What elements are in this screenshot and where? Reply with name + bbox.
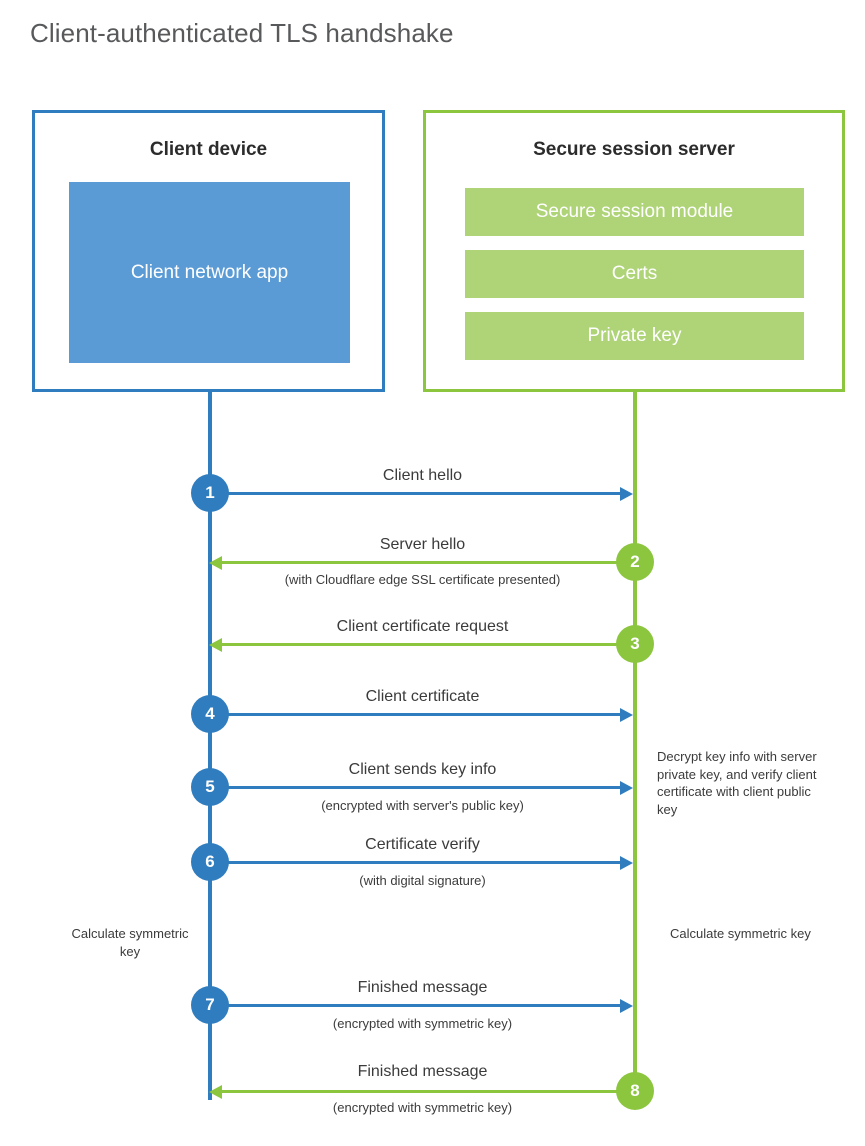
server-bar-certs: Certs [465, 250, 804, 298]
step-7-label: Finished message [357, 979, 488, 996]
step-1-arrow-line [210, 492, 622, 495]
step-6-arrow-line [210, 861, 622, 864]
step-3-arrow-head-left-icon [209, 638, 222, 652]
step-8-sublabel: (encrypted with symmetric key) [332, 1100, 513, 1115]
step-5-arrow-line [210, 786, 622, 789]
step-8-label: Finished message [357, 1063, 488, 1080]
step-2-sublabel: (with Cloudflare edge SSL certificate pr… [284, 572, 561, 587]
step-4-circle[interactable]: 4 [191, 695, 229, 733]
step-1-label: Client hello [382, 467, 463, 484]
step-8-arrow-head-left-icon [209, 1085, 222, 1099]
step-4-arrow-head-right-icon [620, 708, 633, 722]
step-1-arrow-head-right-icon [620, 487, 633, 501]
step-3-arrow-line [222, 643, 635, 646]
step-6-sublabel: (with digital signature) [359, 873, 486, 888]
step-8-circle[interactable]: 8 [616, 1072, 654, 1110]
client-calculate-symmetric-key-note: Calculate symmetric key [71, 926, 189, 959]
step-7-circle[interactable]: 7 [191, 986, 229, 1024]
server-calculate-symmetric-key-note: Calculate symmetric key [670, 926, 811, 941]
step-6-arrow-head-right-icon [620, 856, 633, 870]
step-5-arrow-head-right-icon [620, 781, 633, 795]
step-7-arrow-line [210, 1004, 622, 1007]
server-decrypt-note: Decrypt key info with server private key… [657, 749, 817, 817]
step-5-circle[interactable]: 5 [191, 768, 229, 806]
step-1-circle[interactable]: 1 [191, 474, 229, 512]
step-6-label: Certificate verify [365, 836, 480, 853]
server-bar-private-key: Private key [465, 312, 804, 360]
page-title: Client-authenticated TLS handshake [30, 18, 454, 48]
step-5-label: Client sends key info [348, 761, 497, 778]
step-7-sublabel: (encrypted with symmetric key) [332, 1016, 513, 1031]
client-network-app-block: Client network app [69, 182, 350, 363]
step-2-label: Server hello [379, 536, 466, 553]
step-6-circle[interactable]: 6 [191, 843, 229, 881]
step-2-circle[interactable]: 2 [616, 543, 654, 581]
step-2-arrow-line [222, 561, 635, 564]
secure-session-server-box: Secure session server Secure session mod… [423, 110, 845, 392]
client-device-title: Client device [149, 139, 268, 160]
step-4-arrow-line [210, 713, 622, 716]
client-device-box: Client device Client network app [32, 110, 385, 392]
secure-session-server-title: Secure session server [533, 139, 735, 160]
step-7-arrow-head-right-icon [620, 999, 633, 1013]
step-8-arrow-line [222, 1090, 635, 1093]
server-bar-secure-session-module: Secure session module [465, 188, 804, 236]
step-2-arrow-head-left-icon [209, 556, 222, 570]
step-4-label: Client certificate [365, 688, 480, 705]
client-lifeline [208, 390, 212, 1100]
step-3-circle[interactable]: 3 [616, 625, 654, 663]
step-3-label: Client certificate request [336, 618, 509, 635]
server-lifeline [633, 390, 637, 1092]
step-5-sublabel: (encrypted with server's public key) [321, 798, 524, 813]
